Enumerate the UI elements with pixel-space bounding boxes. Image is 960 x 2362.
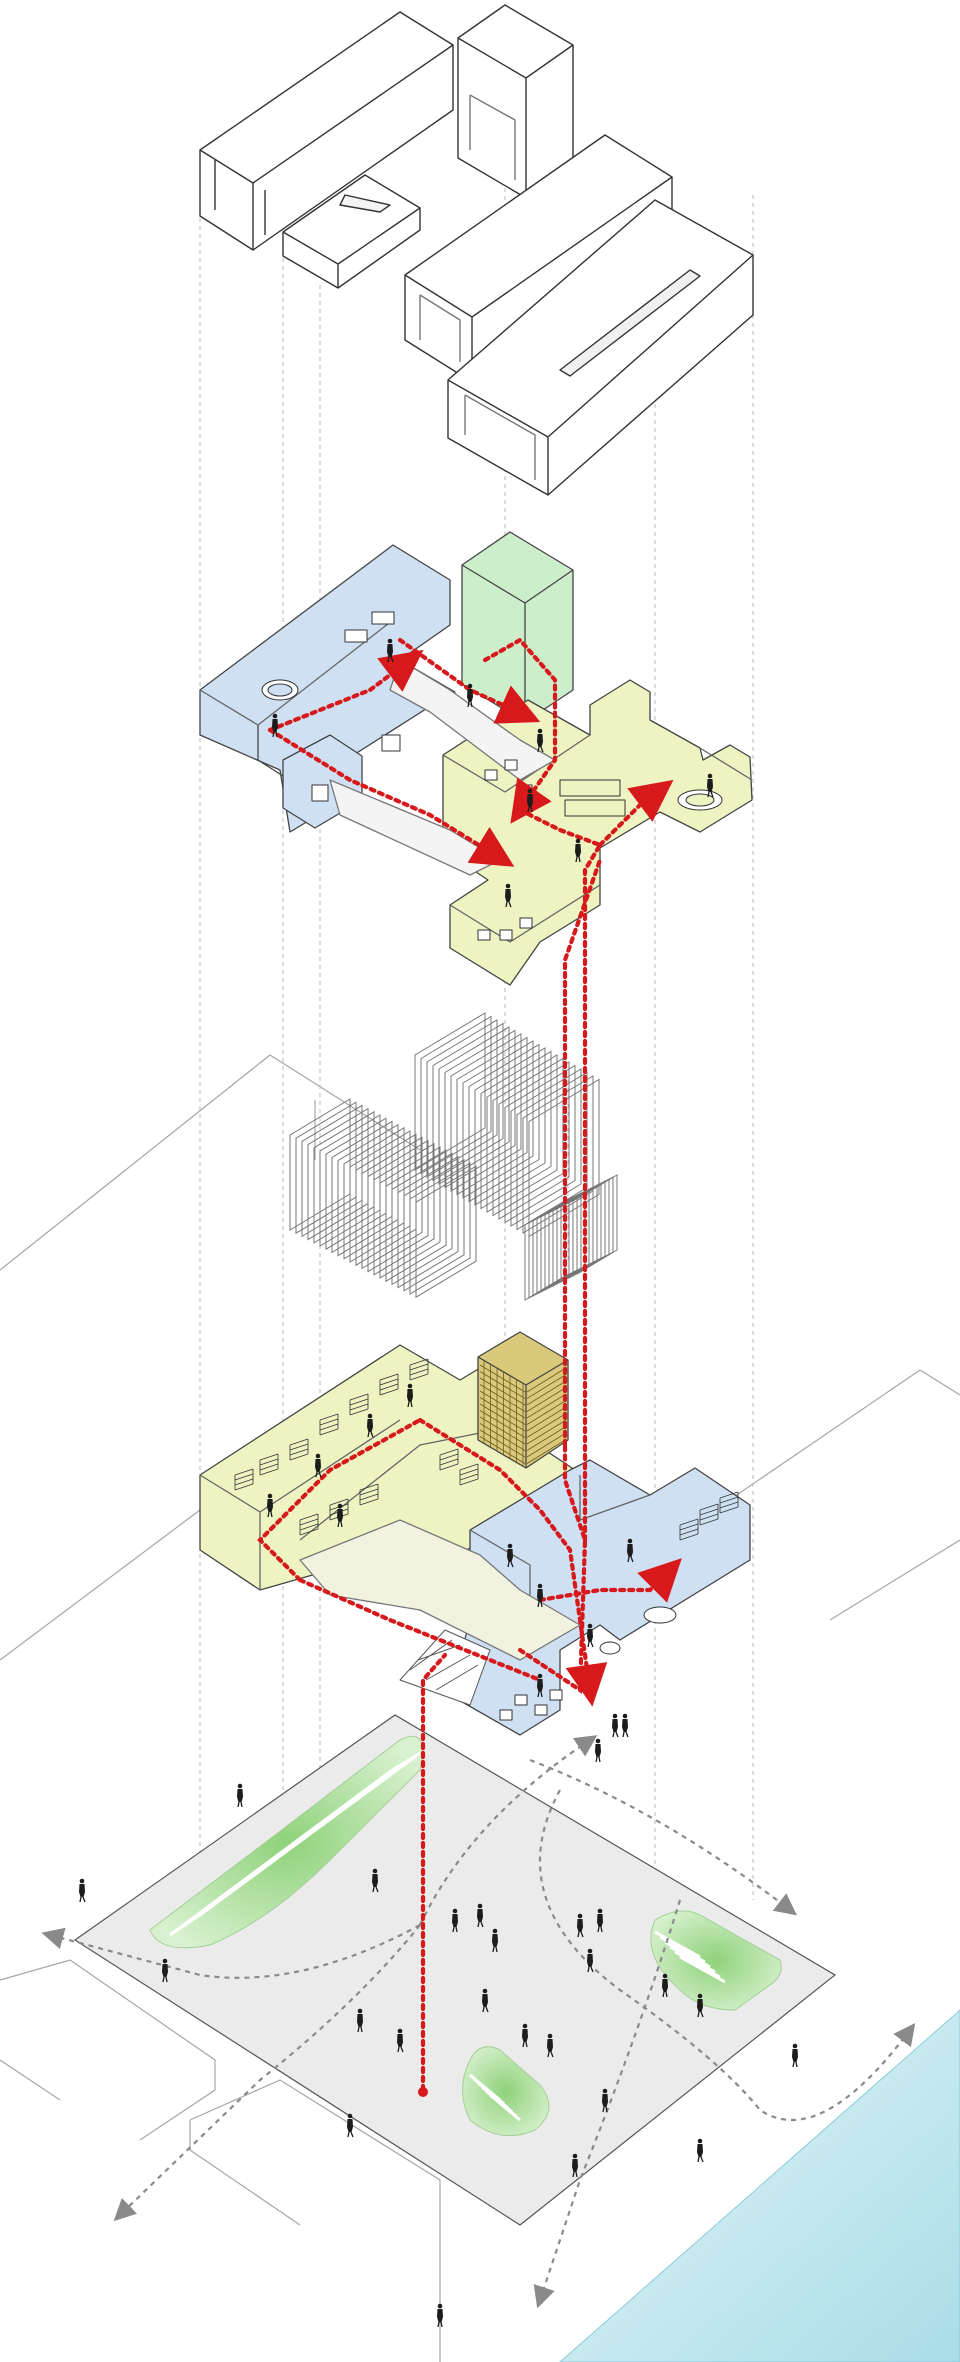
facade-screens <box>289 1012 618 1301</box>
person-figure-icon <box>505 883 512 908</box>
person-figure-icon <box>537 1673 543 1698</box>
person-figure-icon <box>697 1993 704 2018</box>
person-figure-icon <box>537 1583 543 1608</box>
person-figure-icon <box>507 1543 514 1568</box>
person-figure-icon <box>437 2303 443 2328</box>
person-figure-icon <box>587 1623 594 1648</box>
route-upper-1 <box>482 637 558 824</box>
ground-furniture <box>499 1606 677 1721</box>
ground-book-tower <box>477 1331 569 1469</box>
flow-path-east <box>529 1758 797 1916</box>
person-figure-icon <box>79 1878 86 1903</box>
route-riser-1 <box>562 857 603 1448</box>
flow-path-southwest <box>113 1924 421 2222</box>
person-figure-icon <box>627 1538 634 1563</box>
roof-volumes <box>199 4 754 496</box>
route-vertical-main <box>420 1652 448 2093</box>
person-figure-icon <box>387 638 394 663</box>
people <box>79 638 798 2328</box>
person-figure-icon <box>662 1973 668 1998</box>
person-figure-icon <box>407 1383 413 1408</box>
pedestrian-flows <box>41 1735 916 2309</box>
person-figure-icon <box>575 838 581 863</box>
flow-path-southeast <box>538 1789 916 2122</box>
person-figure-icon <box>707 773 714 798</box>
person-figure-icon <box>792 2043 798 2068</box>
person-figure-icon <box>267 1493 273 1518</box>
person-figure-icon <box>522 2023 528 2048</box>
person-figure-icon <box>595 1738 601 1763</box>
facade-screen-b <box>414 1012 600 1238</box>
person-figure-icon <box>467 683 473 708</box>
person-figure-icon <box>357 2008 363 2033</box>
flow-path-west <box>41 1924 421 1979</box>
person-figure-icon <box>547 2033 554 2058</box>
person-figure-icon <box>527 788 533 813</box>
person-figure-icon <box>315 1453 322 1478</box>
person-figure-icon <box>697 2138 704 2163</box>
person-figure-icon <box>537 728 544 753</box>
person-figure-icon <box>367 1413 374 1438</box>
upper-furniture <box>261 611 723 941</box>
upper-green-tower <box>461 531 574 723</box>
person-figure-icon <box>622 1713 629 1738</box>
person-figure-icon <box>492 1928 498 1953</box>
roof-volume-tower <box>457 4 574 199</box>
upper-floor <box>199 531 753 986</box>
roof-volume-left <box>199 11 454 251</box>
person-figure-icon <box>477 1903 484 1928</box>
person-figure-icon <box>397 2028 404 2053</box>
facade-screen-a <box>289 1098 477 1299</box>
route-upper-5 <box>597 779 674 848</box>
person-figure-icon <box>272 713 278 738</box>
person-figure-icon <box>237 1783 243 1808</box>
flow-path-ne <box>419 1735 598 1926</box>
route-ground-4 <box>417 1417 608 1707</box>
person-figure-icon <box>612 1713 619 1738</box>
route-upper-6 <box>517 807 603 848</box>
route-origin <box>418 2087 428 2097</box>
person-figure-icon <box>572 2153 578 2178</box>
flow-path-south <box>533 1899 682 2309</box>
terrace-steps <box>169 1751 726 2122</box>
circulation-route <box>257 637 682 2093</box>
plaza <box>73 1714 837 2226</box>
route-ground-3 <box>537 1558 682 1603</box>
person-figure-icon <box>337 1503 343 1528</box>
route-ground-2 <box>257 1417 543 1683</box>
person-figure-icon <box>347 2113 354 2138</box>
lawn-north <box>149 1735 423 1949</box>
roof-volume-front <box>447 199 754 496</box>
ground-blue-zone <box>449 1459 751 1736</box>
person-figure-icon <box>577 1913 584 1938</box>
ground-ramp <box>299 1519 581 1661</box>
route-riser-2 <box>582 842 603 1543</box>
route-ground-1 <box>517 1442 588 1694</box>
person-figure-icon <box>452 1908 458 1933</box>
route-upper-2 <box>267 649 424 733</box>
ground-shelves <box>234 1358 739 1541</box>
lawn-east <box>650 1910 782 2011</box>
facade-screen-c <box>524 1174 618 1301</box>
person-figure-icon <box>587 1948 594 1973</box>
person-figure-icon <box>482 1988 489 2013</box>
person-figure-icon <box>602 2088 608 2113</box>
river <box>559 2009 960 2362</box>
person-figure-icon <box>597 1908 603 1933</box>
lawn-south <box>462 2046 550 2137</box>
person-figure-icon <box>372 1868 379 1893</box>
upper-bridge-2 <box>329 779 501 876</box>
upper-bridge <box>389 659 556 781</box>
roof-volume-small <box>282 174 421 289</box>
person-figure-icon <box>162 1958 168 1983</box>
route-upper-3 <box>267 727 515 867</box>
